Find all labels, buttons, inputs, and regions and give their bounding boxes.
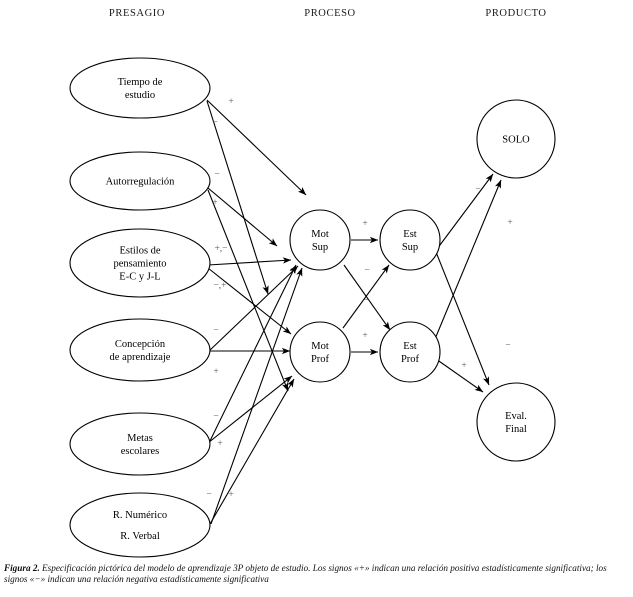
sign-layer: + − − + +,− −,+ − + − + − + + − − + − − + + (206, 97, 512, 500)
column-heading-producto: PRODUCTO (485, 8, 546, 19)
sign-tiempo-to-motsup: + (228, 97, 233, 107)
column-headings: PRESAGIO PROCESO PRODUCTO (109, 8, 546, 19)
node-metas: Metas escolares (69, 412, 211, 476)
node-label-estsup: Est (403, 229, 417, 240)
figure-caption-text: Especificación pictórica del modelo de a… (4, 563, 607, 585)
edge-estilos-to-motsup (207, 257, 292, 266)
figure-caption: Figura 2. Especificación pictórica del m… (4, 563, 630, 586)
sign-motsup-to-estsup: + (362, 219, 367, 229)
edge-motsup-to-estprof (343, 264, 391, 331)
node-tiempo: Tiempo de estudio (69, 57, 211, 119)
node-shape-razon (69, 492, 211, 558)
node-label-evalfinal: Eval. (505, 411, 527, 422)
sign-razon-to-motprof: − (206, 490, 211, 500)
node-label-estilos: Estilos de (119, 246, 160, 257)
node-label-metas: Metas (127, 433, 153, 444)
edge-autorreg-to-motsup (207, 189, 289, 392)
node-shape-tiempo (69, 57, 211, 119)
node-label-estprof: Prof (401, 354, 420, 365)
sign-autorreg-to-motsup: + (212, 198, 217, 208)
edge-estsup-to-solo (436, 173, 494, 250)
sign-concepcion-to-motprof: − (213, 326, 218, 336)
edge-razon-to-motprof (209, 378, 295, 525)
edge-razon-to-motsup (210, 267, 303, 525)
node-shape-solo (476, 99, 556, 179)
edge-concepcion-to-motsup (207, 265, 299, 353)
sign-estilos-to-motprof: −,+ (213, 281, 226, 291)
sign-autorreg-to-motprof: − (214, 170, 219, 180)
node-shape-concepcion (69, 318, 211, 382)
column-heading-proceso: PROCESO (304, 8, 355, 19)
node-shape-evalfinal (476, 382, 556, 462)
node-shape-estsup (379, 209, 441, 271)
column-heading-presagio: PRESAGIO (109, 8, 165, 19)
edge-estilos-to-motprof (207, 267, 292, 335)
edge-estprof-to-solo (434, 179, 502, 340)
node-label-motprof: Mot (311, 341, 329, 352)
node-label-metas: escolares (121, 446, 159, 457)
node-label-motsup: Sup (312, 242, 328, 253)
node-label-razon: R. Verbal (120, 531, 160, 542)
edge-layer (206, 99, 502, 525)
node-label-concepcion: de aprendizaje (110, 352, 171, 363)
node-solo: SOLO (476, 99, 556, 179)
sign-estprof-to-evalfinal: + (461, 361, 466, 371)
node-label-estsup: Sup (402, 242, 418, 253)
node-autorreg: Autorregulación (69, 151, 211, 211)
node-label-estilos: pensamiento (113, 259, 166, 270)
sign-motprof-to-estsup: − (363, 296, 368, 306)
node-shape-estilos (69, 228, 211, 298)
sign-metas-to-motprof: − (213, 412, 218, 422)
node-label-autorreg: Autorregulación (106, 177, 176, 188)
node-label-tiempo: Tiempo de (118, 77, 163, 88)
edge-autorreg-to-motprof (207, 187, 278, 247)
node-shape-motprof (289, 321, 351, 383)
sign-razon-to-motsup: + (228, 490, 233, 500)
node-evalfinal: Eval. Final (476, 382, 556, 462)
sign-concepcion-to-motsup: + (213, 367, 218, 377)
sign-estsup-to-evalfinal: − (505, 341, 510, 351)
edge-motprof-to-estsup (342, 264, 390, 329)
node-label-solo: SOLO (502, 135, 530, 146)
sign-motprof-to-estprof: + (362, 331, 367, 341)
sign-estilos-to-motsup: +,− (214, 244, 227, 254)
node-concepcion: Concepción de aprendizaje (69, 318, 211, 382)
node-shape-estprof (379, 321, 441, 383)
node-label-razon: R. Numérico (113, 510, 167, 521)
sign-estsup-to-solo: − (475, 185, 480, 195)
edge-estsup-to-evalfinal (435, 251, 490, 386)
node-label-tiempo: estudio (125, 90, 155, 101)
sign-motsup-to-estprof: − (364, 266, 369, 276)
node-label-estprof: Est (403, 341, 417, 352)
edge-metas-to-motsup (207, 264, 297, 446)
sign-metas-to-motsup: + (217, 439, 222, 449)
node-label-concepcion: Concepción (115, 339, 166, 350)
node-razon: R. Numérico R. Verbal (69, 492, 211, 558)
node-label-estilos: E-C y J-L (119, 272, 160, 283)
node-shape-motsup (289, 209, 351, 271)
sign-tiempo-to-motprof: − (212, 118, 217, 128)
edge-tiempo-to-motsup (206, 99, 307, 196)
sign-estprof-to-solo: + (507, 218, 512, 228)
node-label-evalfinal: Final (505, 424, 527, 435)
node-shape-autorreg (69, 151, 211, 211)
node-label-motsup: Mot (311, 229, 329, 240)
edge-estprof-to-evalfinal (435, 358, 484, 393)
figure-caption-label: Figura 2. (4, 563, 40, 573)
node-label-motprof: Prof (311, 354, 330, 365)
edge-metas-to-motprof (207, 375, 293, 444)
node-shape-metas (69, 412, 211, 476)
